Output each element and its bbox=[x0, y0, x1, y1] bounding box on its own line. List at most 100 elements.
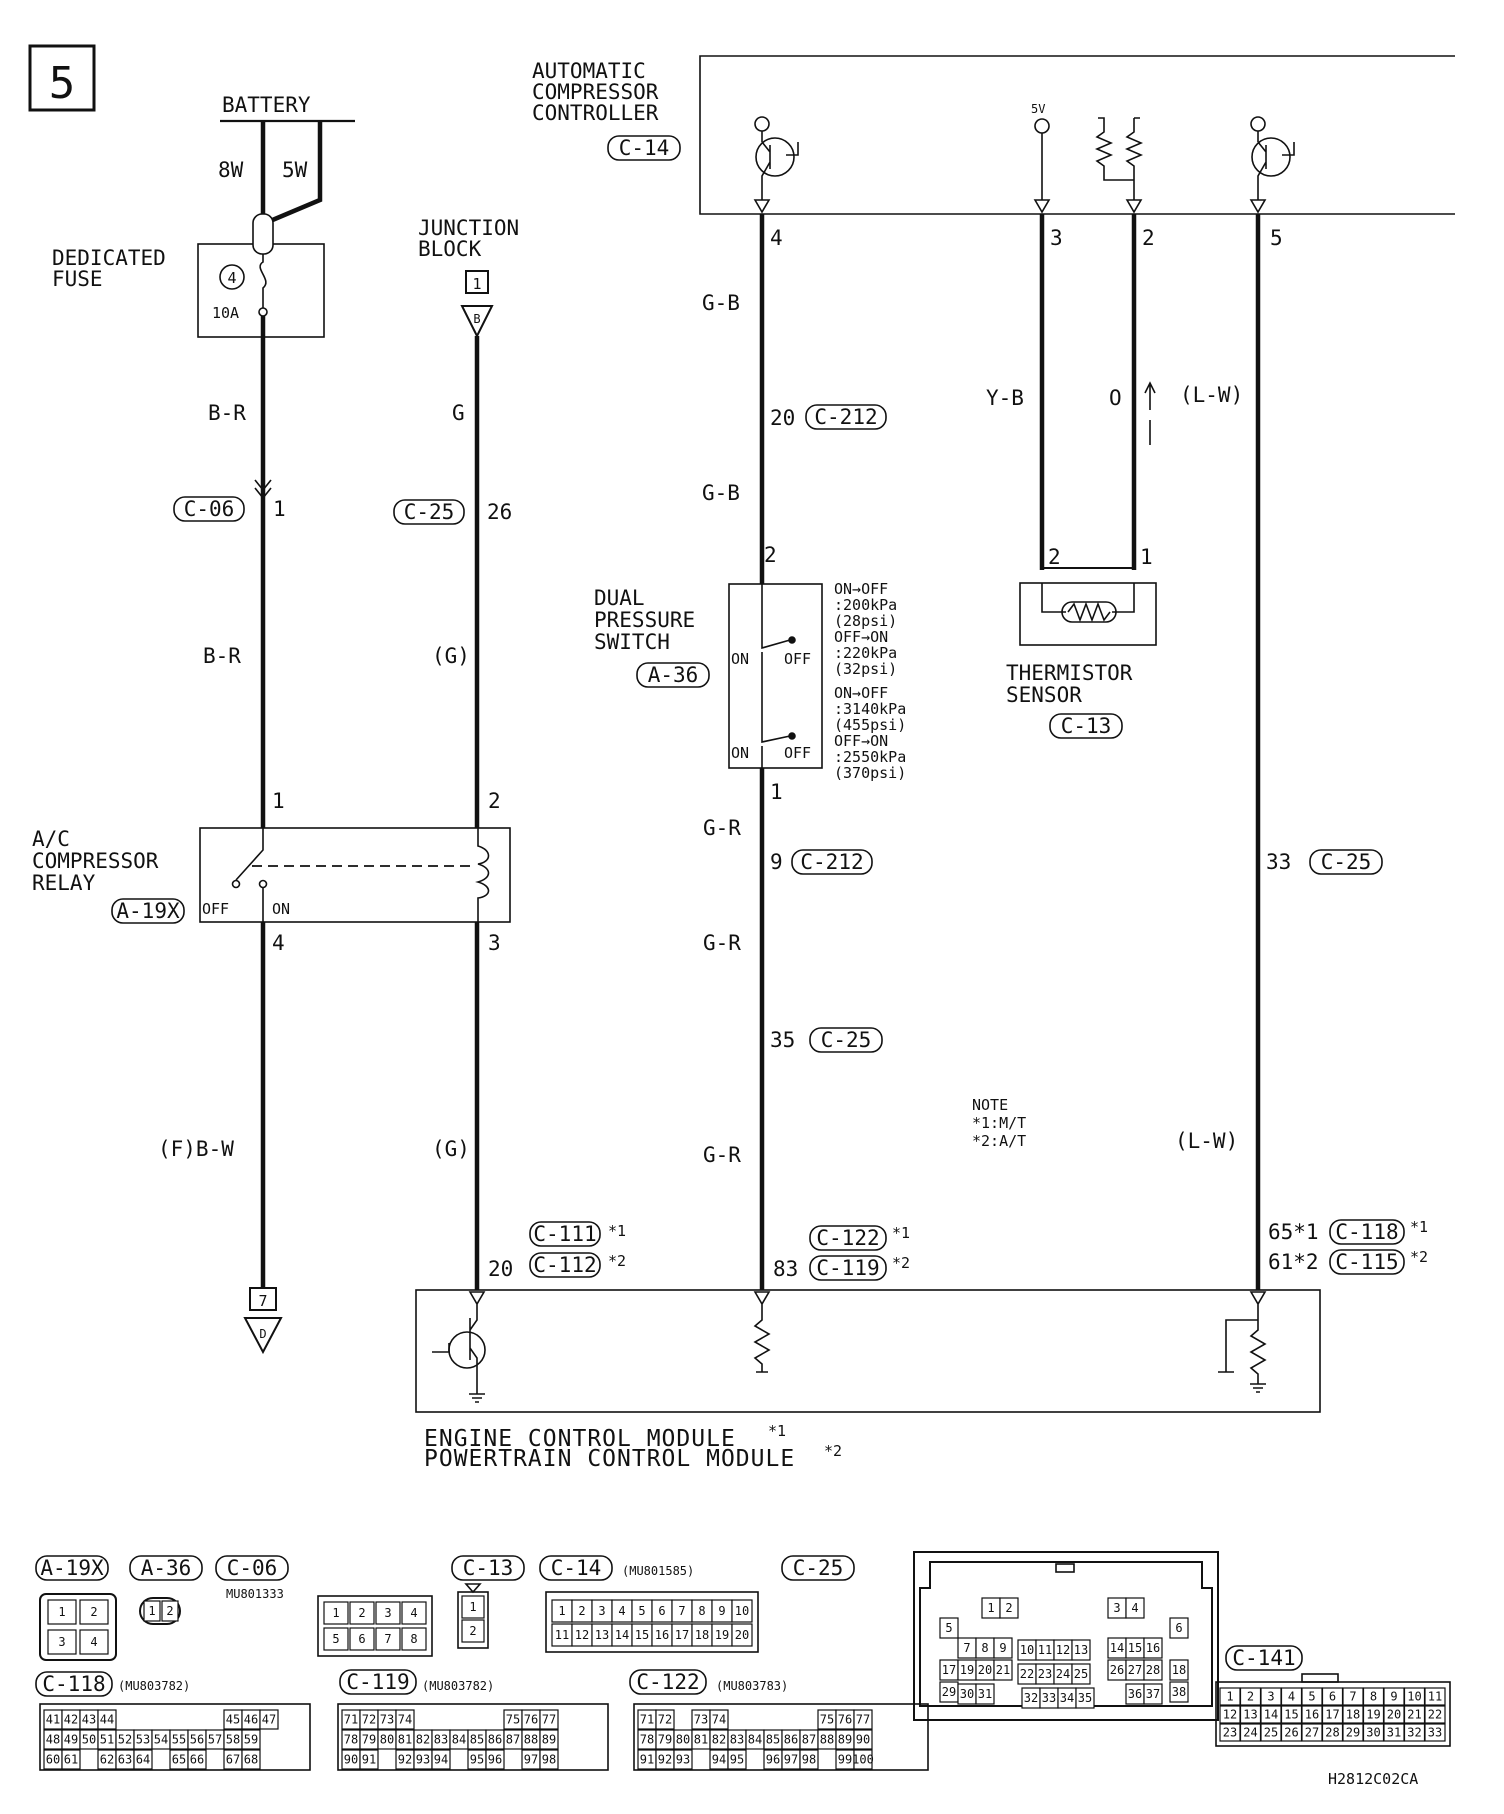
dps-contact-1 bbox=[788, 636, 796, 644]
pin-c25-11: 11 bbox=[1035, 1639, 1055, 1661]
pin-c122-98: 98 bbox=[799, 1749, 819, 1770]
svg-text:6: 6 bbox=[1175, 1621, 1182, 1635]
pin-c25-35: 35 bbox=[1075, 1687, 1095, 1709]
svg-text:4: 4 bbox=[1131, 1601, 1138, 1615]
junction-letter: B bbox=[473, 312, 480, 326]
connector-a19x: A-19X bbox=[111, 898, 185, 924]
svg-text:98: 98 bbox=[802, 1753, 816, 1767]
svg-text:92: 92 bbox=[658, 1753, 672, 1767]
pin-c118-53: 53 bbox=[133, 1729, 153, 1750]
svg-text:38: 38 bbox=[1172, 1685, 1186, 1699]
legend-label-c14: C-14 bbox=[539, 1555, 613, 1581]
pin-c06-6: 6 bbox=[349, 1627, 375, 1651]
svg-text:2: 2 bbox=[1247, 1690, 1254, 1704]
pin-c141-30: 30 bbox=[1362, 1723, 1385, 1742]
c119-body bbox=[337, 1703, 609, 1771]
svg-text:42: 42 bbox=[64, 1713, 78, 1727]
svg-text:29: 29 bbox=[1346, 1726, 1360, 1740]
pin-c25-2: 2 bbox=[999, 1597, 1019, 1619]
pin-c13-2: 2 bbox=[461, 1619, 485, 1643]
svg-text:43: 43 bbox=[82, 1713, 96, 1727]
fuse-label: DEDICATED bbox=[52, 246, 166, 270]
pin-ecm-65: 65*1 bbox=[1268, 1220, 1319, 1244]
pin-c14-12: 12 bbox=[571, 1623, 593, 1647]
connector-c13: C-13 bbox=[1049, 713, 1123, 739]
svg-text:6: 6 bbox=[358, 1632, 365, 1646]
connector-c14: C-14 bbox=[607, 135, 681, 161]
pin-c122-77: 77 bbox=[853, 1709, 873, 1730]
svg-text:74: 74 bbox=[398, 1713, 412, 1727]
svg-text:C-25: C-25 bbox=[793, 1556, 844, 1580]
pin-c25-21: 21 bbox=[993, 1659, 1013, 1681]
svg-text:96: 96 bbox=[488, 1753, 502, 1767]
wire-lw-2: (L-W) bbox=[1175, 1129, 1238, 1153]
svg-text:87: 87 bbox=[802, 1733, 816, 1747]
svg-text:93: 93 bbox=[676, 1753, 690, 1767]
svg-text:C-06: C-06 bbox=[227, 1556, 278, 1580]
svg-text:7: 7 bbox=[1349, 1690, 1356, 1704]
svg-text:32: 32 bbox=[1407, 1726, 1421, 1740]
pin-relay-3: 3 bbox=[488, 931, 501, 955]
pin-c122-99: 99 bbox=[835, 1749, 855, 1770]
pin-dps-2: 2 bbox=[764, 543, 777, 567]
svg-text:35: 35 bbox=[1078, 1691, 1092, 1705]
connector-c122: C-122 bbox=[809, 1225, 887, 1251]
fuse-number: 4 bbox=[227, 269, 236, 287]
dps-spec: ON→OFF :200kPa (28psi) OFF→ON :220kPa (3… bbox=[834, 580, 906, 782]
relay-box bbox=[199, 827, 511, 923]
note-star-1a: *1 bbox=[608, 1222, 626, 1240]
svg-text:C-06: C-06 bbox=[184, 497, 235, 521]
junction-label: JUNCTION bbox=[418, 216, 519, 240]
legend-label-c119: C-119 bbox=[339, 1669, 417, 1695]
pin-c122-94: 94 bbox=[709, 1749, 729, 1770]
svg-text:18: 18 bbox=[695, 1628, 709, 1642]
svg-text::200kPa: :200kPa bbox=[834, 596, 897, 614]
pin-c25-27: 27 bbox=[1125, 1659, 1145, 1681]
pin-c119-77: 77 bbox=[539, 1709, 559, 1730]
pin-c141-5: 5 bbox=[1301, 1687, 1323, 1706]
page-number: 5 bbox=[49, 58, 76, 109]
pin-c141-10: 10 bbox=[1403, 1687, 1426, 1706]
pin-c25-19: 19 bbox=[957, 1659, 977, 1681]
wire-gb-1: G-B bbox=[702, 291, 740, 315]
ref-7: 7 bbox=[258, 1292, 267, 1310]
wire-br-1: B-R bbox=[208, 401, 246, 425]
pin-c122-72: 72 bbox=[655, 1709, 675, 1730]
svg-text:19: 19 bbox=[960, 1663, 974, 1677]
pin-c25-5: 5 bbox=[939, 1617, 959, 1639]
pin-c25-30: 30 bbox=[957, 1683, 977, 1705]
svg-text:29: 29 bbox=[942, 1685, 956, 1699]
pin-relay-1: 1 bbox=[272, 789, 285, 813]
wire-o: O bbox=[1109, 386, 1122, 410]
thermistor-element bbox=[1041, 583, 1135, 613]
pin-c122-91: 91 bbox=[637, 1749, 657, 1770]
ecm-input-65 bbox=[1218, 1291, 1267, 1393]
svg-text:2: 2 bbox=[358, 1606, 365, 1620]
svg-text:66: 66 bbox=[190, 1753, 204, 1767]
wire-5w: 5W bbox=[282, 158, 308, 182]
pin-c141-25: 25 bbox=[1260, 1723, 1282, 1742]
pin-c119-78: 78 bbox=[341, 1729, 361, 1750]
c06-body bbox=[317, 1595, 433, 1657]
svg-text:57: 57 bbox=[208, 1733, 222, 1747]
svg-text:23: 23 bbox=[1038, 1667, 1052, 1681]
connector-c212-b: C-212 bbox=[791, 849, 873, 875]
svg-text:C-25: C-25 bbox=[404, 500, 455, 524]
svg-text:3: 3 bbox=[58, 1635, 65, 1649]
svg-text:79: 79 bbox=[362, 1733, 376, 1747]
svg-text:12: 12 bbox=[1223, 1708, 1237, 1722]
svg-text:32: 32 bbox=[1024, 1691, 1038, 1705]
svg-text:C-25: C-25 bbox=[821, 1028, 872, 1052]
svg-text:8: 8 bbox=[698, 1604, 705, 1618]
pin-c14-11: 11 bbox=[551, 1623, 573, 1647]
pin-c118-59: 59 bbox=[241, 1729, 261, 1750]
pin-c141-13: 13 bbox=[1239, 1705, 1262, 1724]
a19x-body bbox=[39, 1593, 117, 1661]
legend-mu-c14: (MU801585) bbox=[622, 1564, 694, 1578]
pin-c25-31: 31 bbox=[975, 1683, 995, 1705]
svg-text:3: 3 bbox=[1113, 1601, 1120, 1615]
svg-text:15: 15 bbox=[1284, 1708, 1298, 1722]
svg-text:8: 8 bbox=[410, 1632, 417, 1646]
legend-label-c13: C-13 bbox=[451, 1555, 525, 1581]
svg-text:15: 15 bbox=[635, 1628, 649, 1642]
